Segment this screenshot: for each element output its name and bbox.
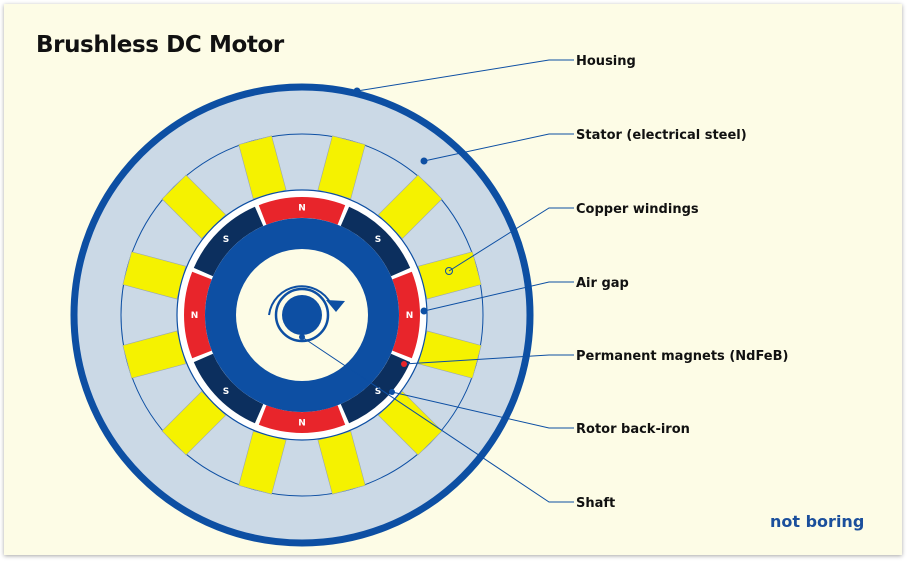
leader-dot-windings [445,267,453,275]
label-permanent-magnets: Permanent magnets (NdFeB) [576,349,788,364]
magnet-south [193,206,264,277]
magnet-south [340,353,411,424]
leader-line-windings [448,207,574,272]
permanent-magnets: N S N S N S N S [184,197,420,433]
label-copper-windings: Copper windings [576,202,699,217]
rotation-arrowhead-icon [326,300,345,312]
copper-windings [122,135,482,495]
magnet-pole-label: S [223,235,229,245]
magnet-pole-label: S [223,387,229,397]
magnet-pole-label: S [375,235,381,245]
magnet-pole-label: N [406,311,414,321]
magnet-south [193,353,264,424]
magnet-south [340,206,411,277]
leader-line-stator [423,133,574,162]
magnet-pole-label: N [191,311,199,321]
diagram-card: Brushless DC Motor N S N S N S N S [4,4,902,555]
leader-lines [301,59,574,503]
leader-line-back-iron [391,391,574,429]
label-housing: Housing [576,54,636,69]
leader-dot-back-iron [389,389,395,395]
leader-dots [299,87,453,395]
leader-line-magnets [403,354,574,365]
leader-dot-housing [353,87,361,95]
leader-dot-magnets [401,361,407,367]
brand-logo: not boring [770,512,865,531]
magnet-north [392,271,420,359]
magnet-north [258,405,346,433]
stator-outer-line [120,133,484,497]
label-shaft: Shaft [576,496,615,511]
leader-line-shaft [301,336,574,503]
leader-dot-air-gap [420,307,428,315]
diagram-title: Brushless DC Motor [36,32,284,58]
shaft-ring [274,287,330,343]
rotation-arrow-icon [268,285,332,316]
label-stator: Stator (electrical steel) [576,128,747,143]
magnet-pole-label: N [298,419,306,429]
label-air-gap: Air gap [576,276,629,291]
magnet-north [184,271,212,359]
label-rotor-back-iron: Rotor back-iron [576,422,690,437]
magnet-pole-label: N [298,204,306,214]
leader-dot-shaft [299,334,305,340]
shaft [282,295,322,335]
shaft-rotation-arrow-icon [318,307,326,330]
magnet-north [258,197,346,225]
leader-line-housing [356,59,574,92]
leader-line-air-gap [423,281,574,312]
magnet-pole-label: S [375,387,381,397]
leader-dot-stator [420,157,428,165]
